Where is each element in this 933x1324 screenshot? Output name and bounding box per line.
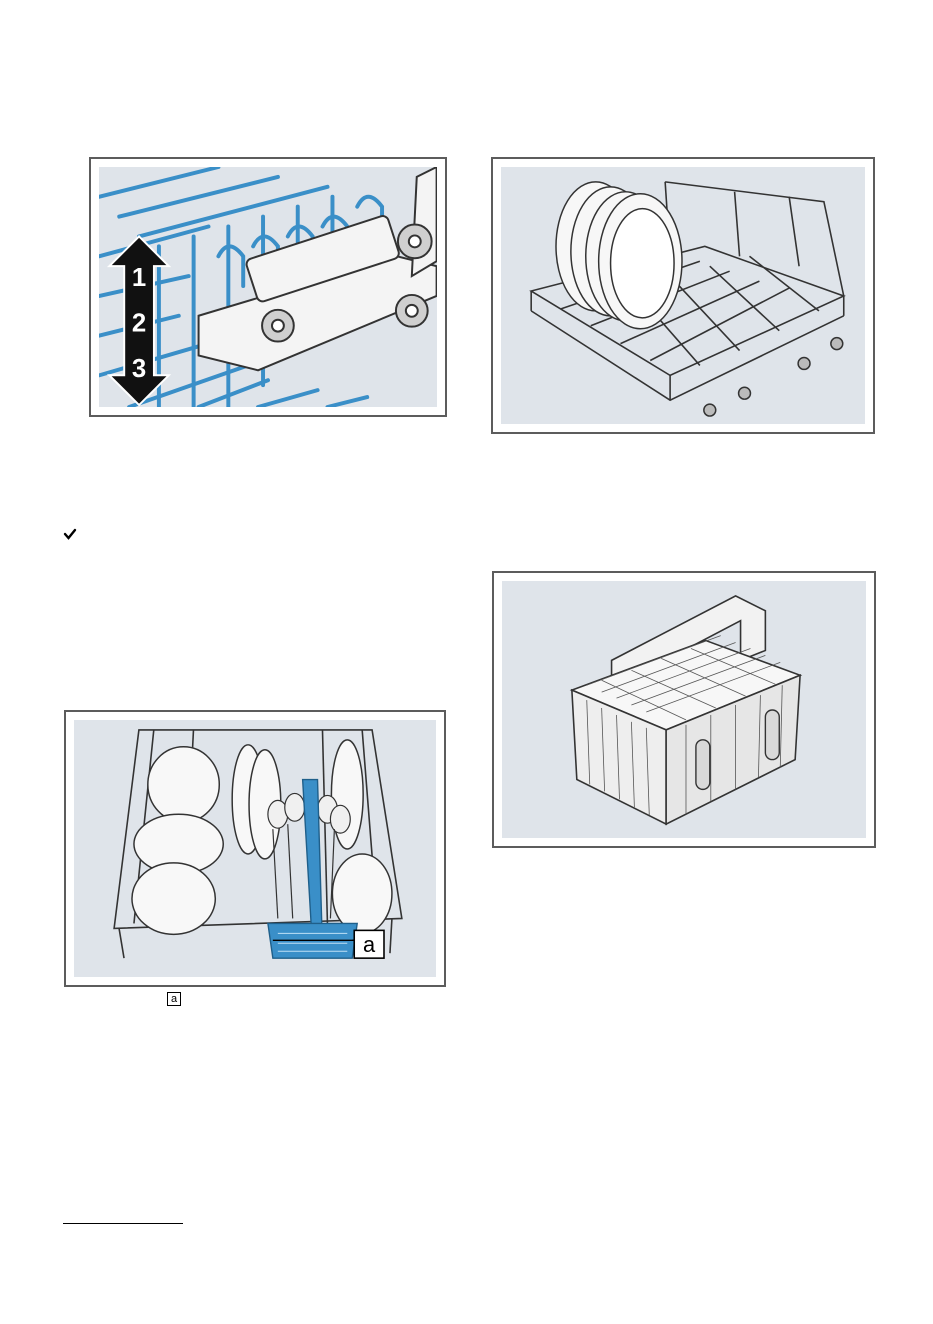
rack-height-figure: 1 2 3 (89, 157, 447, 417)
cutlery-basket-illustration (502, 581, 866, 838)
cutlery-basket-figure (492, 571, 876, 848)
rack-height-illustration: 1 2 3 (99, 167, 437, 407)
lower-rack-illustration (501, 167, 865, 424)
height-level-1: 1 (132, 264, 146, 292)
check-icon (63, 527, 77, 541)
caption-marker-a: a (167, 992, 181, 1006)
height-level-2: 2 (132, 310, 146, 338)
lower-rack-figure (491, 157, 875, 434)
height-level-3: 3 (132, 355, 146, 383)
upper-rack-figure: a (64, 710, 446, 987)
callout-a-label: a (363, 932, 376, 957)
upper-rack-illustration: a (74, 720, 436, 977)
footnote-divider (63, 1223, 183, 1224)
